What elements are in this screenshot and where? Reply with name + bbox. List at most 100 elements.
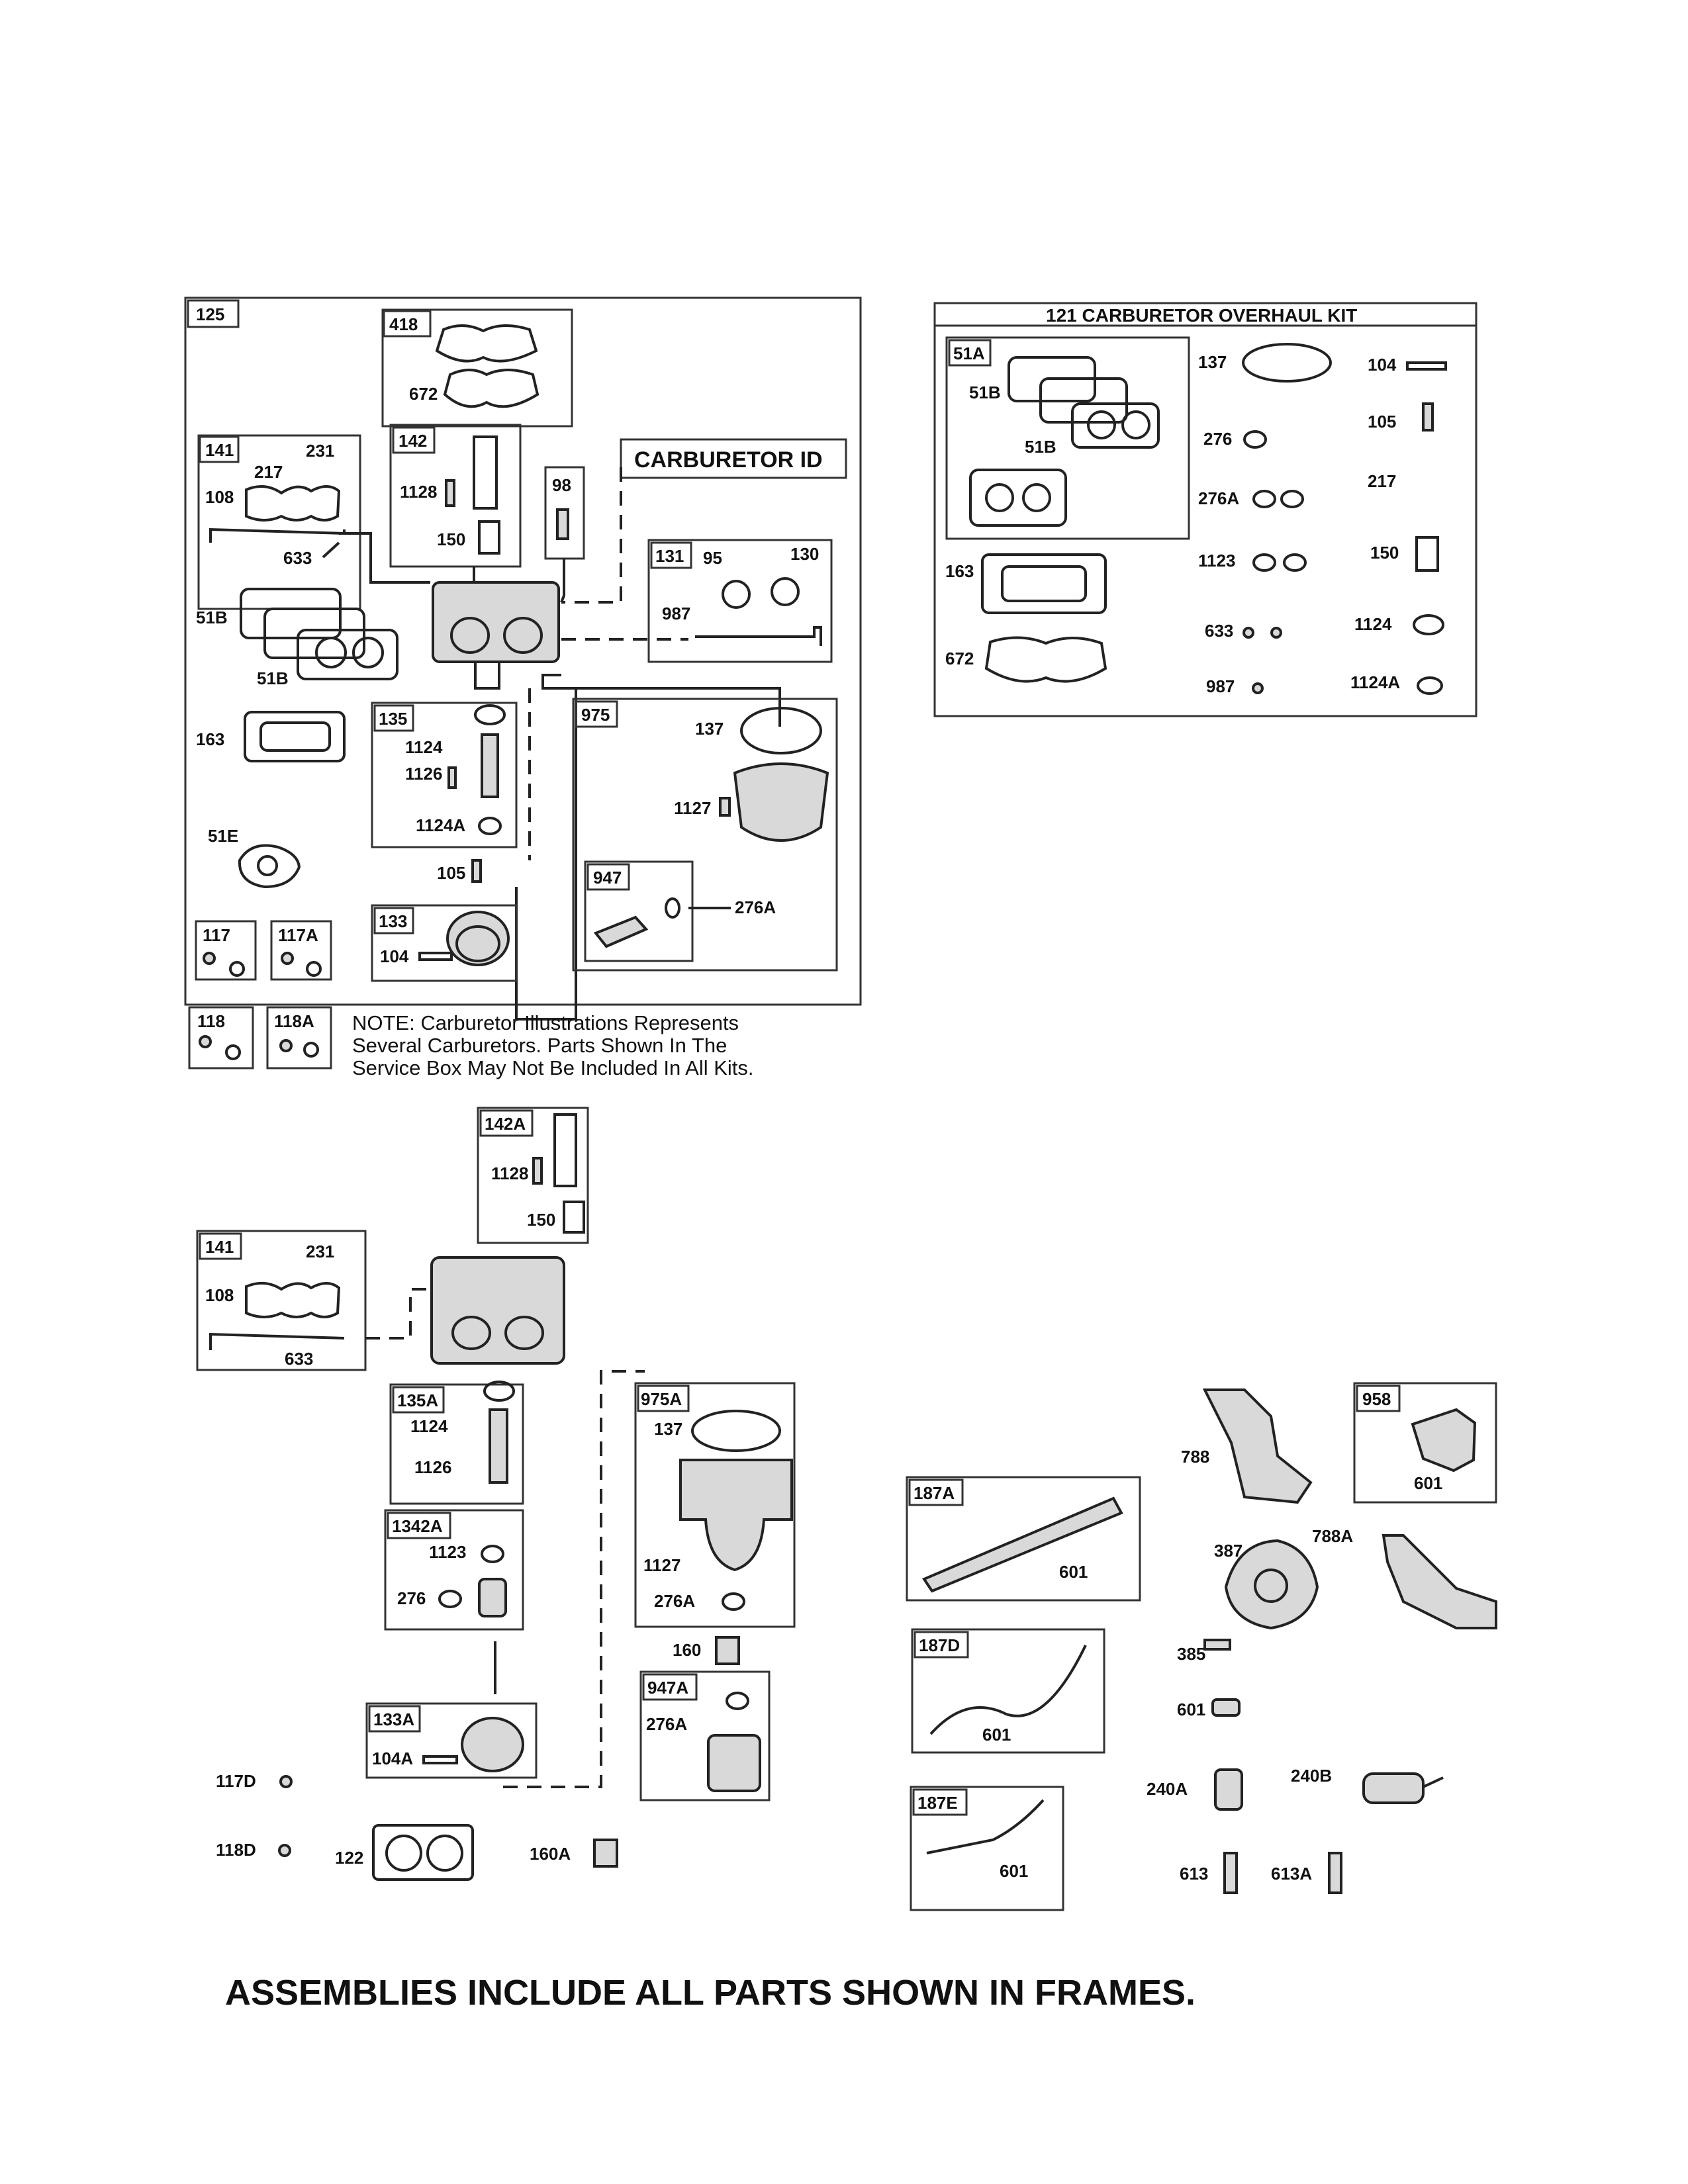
box-label-51A xyxy=(948,339,992,367)
box-142-label: 142 xyxy=(399,431,427,451)
kit-gasket-51A-hole-b xyxy=(1022,483,1051,512)
box-975A-label: 975A xyxy=(641,1389,682,1409)
box-label-187A xyxy=(908,1479,964,1506)
box-label-975A xyxy=(637,1385,690,1412)
kit-633-label: 633 xyxy=(1205,621,1233,641)
assembly-frame-187D xyxy=(911,1628,1105,1754)
gasket-163-icon xyxy=(244,711,346,762)
shaft-131-icon xyxy=(695,626,822,646)
seal-276A-icon xyxy=(665,897,680,919)
assembly-frame-131 xyxy=(647,539,833,663)
screw-105-icon xyxy=(471,859,482,883)
part-117D-label: 117D xyxy=(216,1771,256,1791)
assembly-frame-142A xyxy=(477,1107,589,1244)
part-231-label-2: 231 xyxy=(306,1242,334,1261)
jet-117D-icon xyxy=(279,1775,293,1788)
gasket-122-hole-a xyxy=(385,1835,422,1872)
kit-51B-label-1: 51B xyxy=(969,383,1001,402)
kit-seal-1124A-icon xyxy=(1417,676,1443,695)
part-51B-label-1: 51B xyxy=(196,608,228,627)
gasket-418-icon xyxy=(435,324,538,363)
seal-276-icon xyxy=(438,1590,462,1608)
part-137-label: 137 xyxy=(695,719,724,739)
gasket-108-icon-2 xyxy=(245,1281,341,1318)
linkage-rod-icon-2 xyxy=(209,1332,345,1350)
linkage-rod-icon xyxy=(209,527,346,543)
part-1123-label: 1123 xyxy=(429,1542,466,1562)
nut-160-icon xyxy=(715,1636,740,1665)
box-label-142A xyxy=(479,1109,534,1137)
box-958-label: 958 xyxy=(1362,1389,1391,1409)
part-1124-label-2: 1124 xyxy=(410,1416,448,1436)
kit-seal-276A-icon-2 xyxy=(1280,490,1304,508)
kit-gasket-150-icon xyxy=(1415,536,1439,572)
kit-gasket-51A-hole-a xyxy=(985,483,1014,512)
assembly-frame-187E xyxy=(910,1786,1064,1911)
solenoid-947-icon xyxy=(593,915,649,948)
part-276A-label-3: 276A xyxy=(646,1714,687,1734)
part-601-label-1: 601 xyxy=(1059,1562,1088,1582)
tube-135A-icon xyxy=(489,1408,508,1484)
assembly-frame-418 xyxy=(381,308,573,428)
screw-385-icon xyxy=(1203,1639,1231,1651)
solenoid-947A-icon xyxy=(707,1734,761,1792)
connector-975A xyxy=(503,1370,645,1788)
part-137-label-2: 137 xyxy=(654,1419,682,1439)
jet-118D-icon xyxy=(278,1844,291,1857)
pin-104-icon xyxy=(418,952,453,961)
kit-gasket-163-icon xyxy=(981,553,1107,614)
venturi-right-icon xyxy=(503,617,543,654)
part-633-label: 633 xyxy=(283,548,312,568)
assembly-frame-135 xyxy=(371,702,518,848)
gasket-51B-hole-b xyxy=(352,637,384,668)
kit-oring-137-icon xyxy=(1242,343,1332,383)
assembly-frame-975 xyxy=(572,698,838,972)
jet-117A-icon xyxy=(281,952,294,965)
kit-137-label: 137 xyxy=(1198,352,1227,372)
gasket-51B-icon-2 xyxy=(263,608,365,659)
part-633-label-2: 633 xyxy=(285,1349,313,1369)
box-51A-label: 51A xyxy=(953,343,985,363)
part-150-label-2: 150 xyxy=(527,1210,555,1230)
kit-title-text: 121 CARBURETOR OVERHAUL KIT xyxy=(1046,305,1357,326)
carburetor-id-box xyxy=(620,438,847,479)
assembly-frame-1342A xyxy=(384,1509,524,1631)
part-613A-label: 613A xyxy=(1271,1864,1312,1884)
gasket-163-inner xyxy=(259,721,331,752)
box-947-label: 947 xyxy=(593,868,622,887)
part-231-label: 231 xyxy=(306,441,334,461)
carburetor-body-icon-2 xyxy=(430,1256,565,1365)
valve-958-icon xyxy=(1411,1408,1477,1473)
gasket-51B-icon-1 xyxy=(240,588,342,639)
part-276A-label-2: 276A xyxy=(654,1591,695,1611)
box-141-lower-label: 141 xyxy=(205,1237,234,1257)
part-108-label: 108 xyxy=(205,487,234,507)
bolt-613-icon xyxy=(1223,1852,1238,1894)
box-label-142 xyxy=(392,426,436,454)
box-label-947 xyxy=(586,863,630,891)
fuel-pump-387-center xyxy=(1254,1569,1288,1603)
box-label-135 xyxy=(373,704,414,732)
part-1124-label: 1124 xyxy=(405,737,443,757)
part-108-label-2: 108 xyxy=(205,1285,234,1305)
washer-118-icon xyxy=(225,1044,241,1060)
part-104A-label: 104A xyxy=(372,1749,413,1768)
nut-160A-icon xyxy=(593,1839,618,1868)
kit-gasket-hole-b xyxy=(1121,410,1150,439)
hose-187A-icon xyxy=(921,1496,1123,1593)
screw-1127-icon xyxy=(719,797,731,817)
kit-1124A-label: 1124A xyxy=(1350,672,1400,692)
seal-1124-icon-2 xyxy=(483,1381,515,1402)
seal-1124-icon xyxy=(474,704,506,725)
seal-1123-icon xyxy=(481,1545,504,1563)
part-385-label: 385 xyxy=(1177,1644,1205,1664)
part-1128-label-2: 1128 xyxy=(491,1163,528,1183)
pin-104A-icon xyxy=(422,1755,458,1764)
screw-98-icon xyxy=(556,508,569,540)
kit-frame-121 xyxy=(933,302,1477,717)
gasket-122-icon xyxy=(372,1824,474,1881)
part-51B-label-2: 51B xyxy=(257,668,289,688)
note-line-1: NOTE: Carburetor Illustrations Represent… xyxy=(352,1011,739,1034)
part-613-label: 613 xyxy=(1180,1864,1208,1884)
carburetor-id-text: CARBURETOR ID xyxy=(634,447,823,473)
